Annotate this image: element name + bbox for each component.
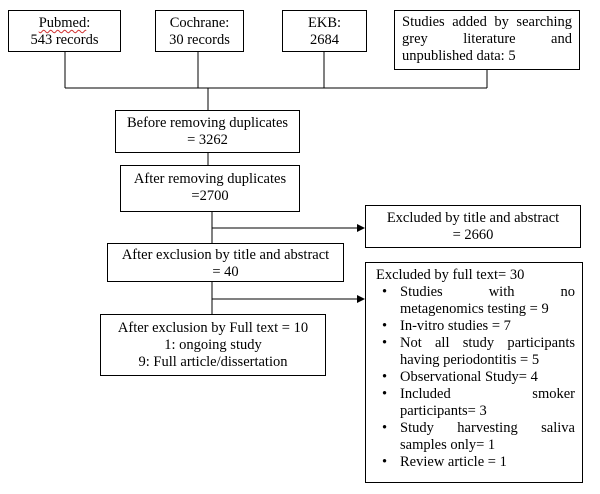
excluded-full-text-list: Studies with no metagenomics testing = 9…: [376, 284, 575, 471]
pubmed-box: Pubmed: 543 records: [8, 10, 121, 52]
after-full-text-label: After exclusion by Full text = 10: [117, 320, 309, 336]
after-duplicates-label: After removing duplicates: [133, 171, 287, 187]
excluded-reason-item: Observational Study= 4: [376, 369, 575, 386]
pubmed-name: Pubmed: [38, 15, 87, 31]
after-title-abstract-label: After exclusion by title and abstract: [121, 247, 330, 263]
excluded-reason-item: In-vitro studies = 7: [376, 318, 575, 335]
before-duplicates-box: Before removing duplicates = 3262: [115, 110, 300, 153]
after-title-abstract-box: After exclusion by title and abstract = …: [107, 243, 344, 282]
grey-literature-text: Studies added by searching grey literatu…: [402, 14, 572, 64]
ekb-box: EKB: 2684: [282, 10, 367, 52]
excluded-full-text-box: Excluded by full text= 30 Studies with n…: [365, 262, 583, 483]
cochrane-box: Cochrane: 30 records: [155, 10, 244, 52]
excluded-title-abstract-label: Excluded by title and abstract: [386, 210, 560, 226]
before-duplicates-label: Before removing duplicates: [126, 115, 289, 131]
excluded-reason-item: Review article = 1: [376, 454, 575, 471]
after-full-text-box: After exclusion by Full text = 10 1: ong…: [100, 314, 326, 376]
grey-literature-box: Studies added by searching grey literatu…: [394, 10, 580, 70]
after-title-abstract-count: = 40: [212, 264, 239, 280]
pubmed-records: 543 records: [30, 32, 99, 48]
excluded-full-text-title: Excluded by full text= 30: [376, 267, 525, 283]
excluded-reason-item: Studies with no metagenomics testing = 9: [376, 284, 575, 318]
ekb-name: EKB:: [307, 15, 342, 31]
excluded-title-abstract-count: = 2660: [452, 227, 494, 243]
excluded-reason-item: Included smoker participants= 3: [376, 386, 575, 420]
ekb-records: 2684: [310, 32, 339, 48]
after-duplicates-count: =2700: [191, 188, 229, 204]
excluded-reason-item: Study harvesting saliva samples only= 1: [376, 420, 575, 454]
cochrane-name: Cochrane:: [169, 15, 230, 31]
after-duplicates-box: After removing duplicates =2700: [120, 165, 300, 212]
after-full-text-ongoing: 1: ongoing study: [164, 337, 262, 353]
excluded-title-abstract-box: Excluded by title and abstract = 2660: [365, 205, 581, 248]
before-duplicates-count: = 3262: [187, 132, 228, 148]
cochrane-records: 30 records: [169, 32, 230, 48]
excluded-reason-item: Not all study participants having period…: [376, 335, 575, 369]
after-full-text-articles: 9: Full article/dissertation: [138, 354, 288, 370]
